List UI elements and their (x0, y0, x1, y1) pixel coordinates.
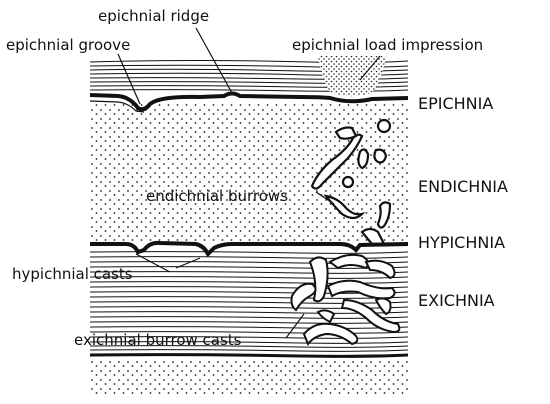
zone-exichnia: EXICHNIA (418, 291, 495, 310)
sand-bed (90, 104, 408, 242)
label-epichnial-groove: epichnial groove (6, 36, 130, 54)
zone-endichnia: ENDICHNIA (418, 177, 508, 196)
upper-laminated-bed (90, 56, 408, 96)
basal-sand (90, 358, 408, 396)
label-hypichnial-casts: hypichnial casts (12, 265, 133, 283)
zone-epichnia: EPICHNIA (418, 94, 493, 113)
zone-hypichnia: HYPICHNIA (418, 233, 505, 252)
label-endichnial-burrows: endichnial burrows (146, 187, 288, 205)
label-epichnial-load-impression: epichnial load impression (292, 36, 483, 54)
label-epichnial-ridge: epichnial ridge (98, 7, 209, 25)
label-exichnial-burrow-casts: exichnial burrow casts (74, 331, 242, 349)
